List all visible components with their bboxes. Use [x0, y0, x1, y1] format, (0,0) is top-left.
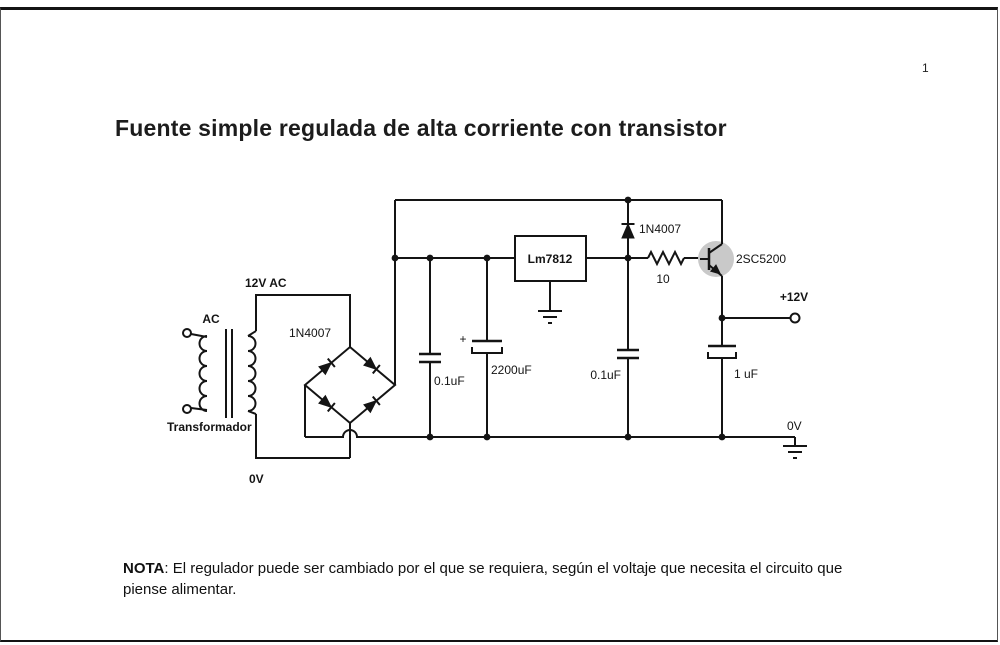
capacitor-c2-label: 2200uF [491, 363, 532, 377]
ac-terminal-bottom [182, 404, 192, 414]
resistor-zigzag [647, 249, 685, 267]
secondary-bottom-wire [255, 414, 350, 459]
emitter-arrow-icon [709, 264, 722, 275]
output-positive-label: +12V [780, 290, 808, 304]
bridge-diode-icon [363, 356, 381, 375]
junction-dots [391, 196, 726, 441]
bypass-diode-label: 1N4007 [639, 222, 681, 236]
capacitor-c3-label: 0.1uF [590, 368, 621, 382]
note-label: NOTA [123, 560, 165, 577]
page-number: 1 [922, 61, 929, 75]
bridge-diode-icon [318, 357, 336, 376]
transformer-label: Transformador [167, 420, 252, 434]
capacitor-c1: 0.1uF [419, 258, 465, 437]
ac-terminal-top [182, 328, 192, 338]
output-section: +12V 0V [722, 290, 808, 459]
secondary-voltage-label: 12V AC [245, 276, 287, 290]
capacitor-c3: 0.1uF [590, 258, 639, 437]
secondary-lead-top [247, 330, 257, 337]
bridge-rectifier: 1N4007 [289, 200, 397, 437]
note-text: : El regulador puede ser cambiado por el… [123, 560, 843, 599]
secondary-zero-label: 0V [249, 472, 264, 486]
bridge-diode-label: 1N4007 [289, 326, 331, 340]
capacitor-c4: 1 uF [707, 318, 758, 437]
transistor-collector [708, 200, 723, 254]
secondary-coil [247, 335, 257, 412]
bypass-diode: 1N4007 [621, 200, 681, 258]
capacitor-plate-negative [707, 352, 737, 359]
voltage-regulator: Lm7812 [514, 235, 587, 324]
note-paragraph: NOTA: El regulador puede ser cambiado po… [123, 558, 875, 601]
primary-coil [198, 335, 208, 412]
transformer-core [225, 329, 233, 418]
power-rails [305, 199, 795, 438]
capacitor-c2-polarity: + [459, 332, 466, 346]
resistor: 10 [647, 249, 685, 286]
capacitor-plate-negative [471, 347, 503, 354]
bridge-diode-icon [363, 395, 381, 414]
ground-rail [305, 429, 795, 438]
capacitor-c4-label: 1 uF [734, 367, 758, 381]
resistor-label: 10 [656, 272, 670, 286]
capacitor-plates [419, 352, 441, 364]
capacitor-plates [617, 348, 639, 360]
transistor-body [698, 241, 734, 277]
ground-icon [783, 445, 807, 459]
bridge-diode-icon [318, 394, 336, 413]
page-title: Fuente simple regulada de alta corriente… [115, 115, 727, 142]
bridge-diamond [303, 345, 397, 425]
ground-icon [538, 310, 562, 324]
capacitor-c1-label: 0.1uF [434, 374, 465, 388]
transistor-label: 2SC5200 [736, 252, 786, 266]
secondary-wiring: 12V AC 0V [245, 276, 351, 486]
diode-icon [621, 222, 635, 239]
transistor: 2SC5200 [698, 200, 786, 318]
capacitor-c2: + 2200uF [459, 258, 532, 437]
secondary-top-wire [255, 294, 351, 347]
transformer: AC Transformador [167, 312, 257, 434]
regulator-label: Lm7812 [528, 252, 573, 266]
secondary-lead-bottom [247, 410, 257, 415]
ac-label: AC [202, 312, 220, 326]
output-terminal [789, 312, 801, 324]
output-zero-label: 0V [787, 419, 802, 433]
